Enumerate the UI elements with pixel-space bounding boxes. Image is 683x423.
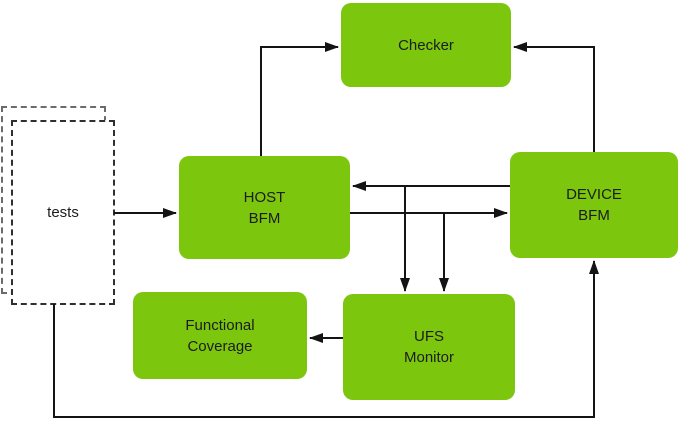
ufs-monitor-label: UFS Monitor bbox=[403, 328, 455, 366]
tests-label: tests bbox=[47, 204, 79, 221]
edge-host-bfm-to-checker bbox=[260, 42, 339, 158]
block-device-bfm: DEVICE BFM bbox=[510, 152, 678, 258]
block-functional-coverage: Functional Coverage bbox=[133, 292, 307, 379]
block-ufs-monitor: UFS Monitor bbox=[343, 294, 515, 400]
block-checker: Checker bbox=[341, 3, 511, 87]
tests-box: tests bbox=[11, 120, 115, 305]
host-bfm-label: HOST BFM bbox=[243, 188, 286, 227]
edge-device-bfm-to-checker bbox=[513, 42, 595, 154]
functional-coverage-label: Functional Coverage bbox=[185, 316, 255, 355]
checker-label: Checker bbox=[398, 36, 454, 54]
device-bfm-label: DEVICE BFM bbox=[566, 186, 622, 224]
block-host-bfm: HOST BFM bbox=[179, 156, 350, 259]
